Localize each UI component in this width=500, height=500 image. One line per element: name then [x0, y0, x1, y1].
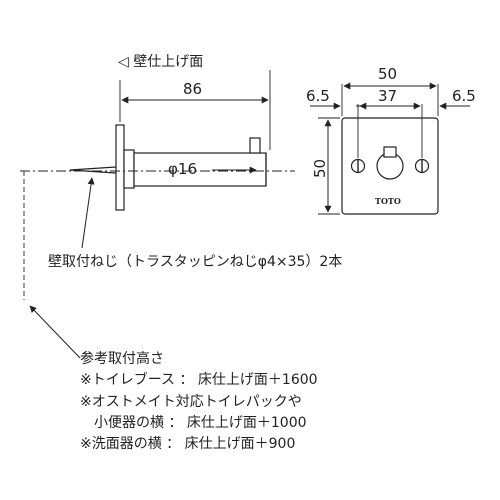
install-height-note-1: ※トイレブース ： 床仕上げ面＋1600: [80, 372, 318, 388]
dimension-inner-37: 37: [378, 87, 398, 105]
screw-hole-left: [350, 158, 366, 174]
dimension-margin-left: 6.5: [306, 87, 330, 105]
height-leader: [29, 305, 81, 359]
front-view: [310, 82, 470, 215]
dimension-margin-right: 6.5: [452, 87, 476, 105]
toto-logo: TOTO: [375, 196, 401, 206]
dimension-width-50: 50: [378, 65, 398, 83]
install-height-note-3: 小便器の横 ： 床仕上げ面＋1000: [80, 415, 307, 431]
install-height-note-4: ※洗面器の横 ： 床仕上げ面＋900: [80, 436, 296, 452]
dimension-depth-86: 86: [183, 80, 203, 98]
holder-boss: [123, 149, 135, 189]
wall-finish-label: ◁ 壁仕上げ面: [118, 54, 204, 70]
dimension-diameter: φ16: [168, 160, 197, 178]
front-plate: [341, 117, 439, 215]
wall-screw: [69, 166, 117, 174]
rod-tab: [249, 137, 261, 154]
screw-leader: [81, 177, 95, 249]
dimension-height-50: 50: [311, 158, 329, 178]
install-height-note-2: ※オストメイト対応トイレパックや: [80, 394, 302, 410]
side-view: [20, 70, 295, 359]
install-height-title: 参考取付高さ: [80, 351, 164, 367]
screw-hole-right: [414, 158, 430, 174]
wall-plate: [115, 124, 125, 211]
screw-note: 壁取付ねじ（トラスタッピンねじφ4×35）2本: [48, 254, 343, 270]
